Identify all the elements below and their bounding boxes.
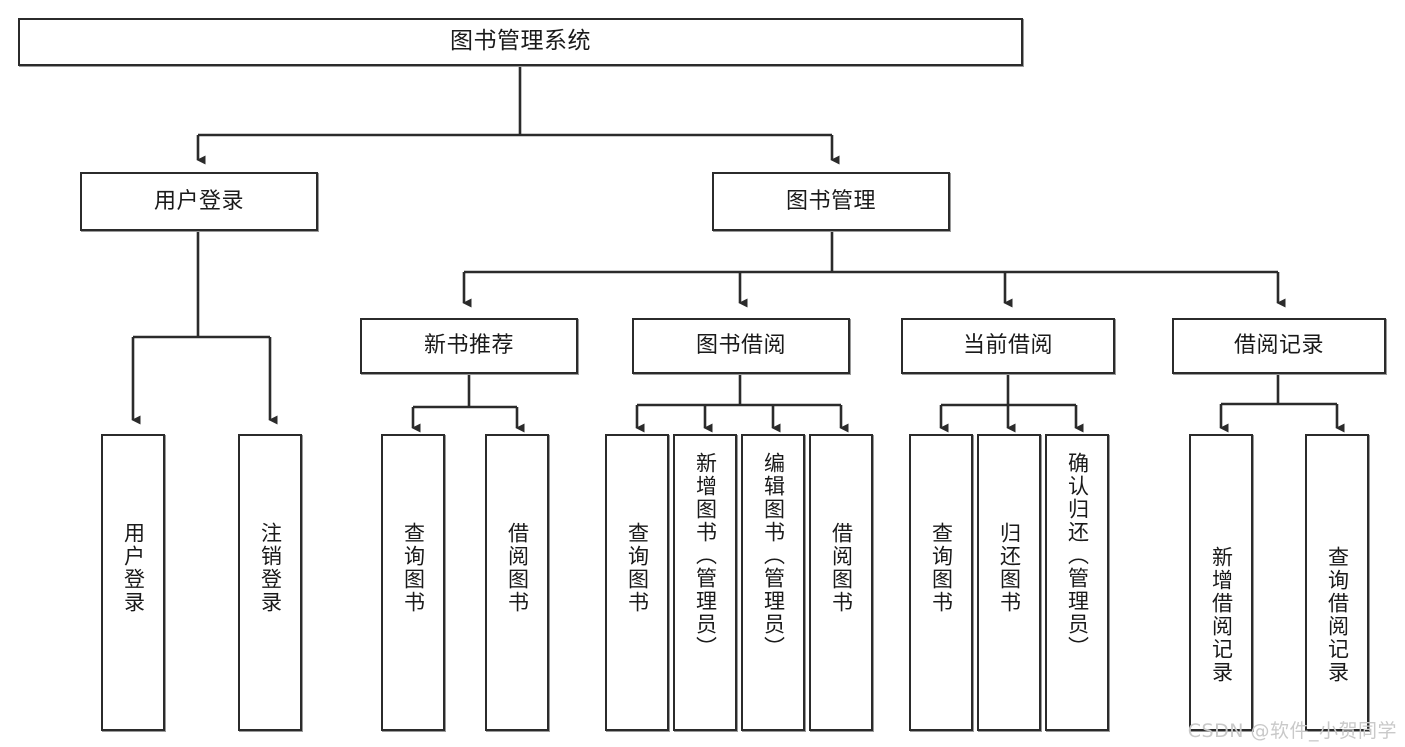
node-leaf-bb-borrow[interactable]: 借阅图书 [809, 434, 873, 731]
node-current-borrow[interactable]: 当前借阅 [901, 318, 1115, 374]
node-borrow-record[interactable]: 借阅记录 [1172, 318, 1386, 374]
node-leaf-bb-query-label: 查询图书 [625, 522, 650, 614]
node-current-borrow-label: 当前借阅 [962, 333, 1053, 359]
node-leaf-br-query-label: 查询借阅记录 [1325, 546, 1350, 684]
node-leaf-rec-borrow-label: 借阅图书 [505, 522, 530, 614]
node-leaf-bb-edit-label: 编辑图书（管理员） [761, 452, 786, 659]
node-leaf-br-add[interactable]: 新增借阅记录 [1189, 434, 1253, 731]
node-leaf-bb-add[interactable]: 新增图书（管理员） [673, 434, 737, 731]
node-user-login[interactable]: 用户登录 [80, 172, 318, 231]
node-book-manage-label: 图书管理 [785, 188, 876, 214]
node-leaf-bb-add-label: 新增图书（管理员） [693, 452, 718, 659]
node-leaf-rec-borrow[interactable]: 借阅图书 [485, 434, 549, 731]
node-leaf-user-login[interactable]: 用户登录 [101, 434, 165, 731]
watermark-text: CSDN @软件_小贺同学 [1187, 720, 1397, 742]
node-book-borrow[interactable]: 图书借阅 [632, 318, 850, 374]
node-leaf-cb-return[interactable]: 归还图书 [977, 434, 1041, 731]
node-leaf-rec-query-label: 查询图书 [401, 522, 426, 614]
node-user-login-label: 用户登录 [153, 188, 244, 214]
node-leaf-user-login-label: 用户登录 [121, 522, 146, 614]
node-leaf-cb-confirm[interactable]: 确认归还（管理员） [1045, 434, 1109, 731]
node-root-label: 图书管理系统 [450, 28, 591, 55]
node-new-book-rec[interactable]: 新书推荐 [360, 318, 578, 374]
node-leaf-user-logout[interactable]: 注销登录 [238, 434, 302, 731]
node-leaf-rec-query[interactable]: 查询图书 [381, 434, 445, 731]
node-root[interactable]: 图书管理系统 [18, 18, 1023, 66]
node-leaf-bb-edit[interactable]: 编辑图书（管理员） [741, 434, 805, 731]
node-leaf-cb-return-label: 归还图书 [997, 522, 1022, 614]
node-leaf-user-logout-label: 注销登录 [258, 522, 283, 614]
node-new-book-rec-label: 新书推荐 [423, 333, 514, 359]
node-leaf-br-query[interactable]: 查询借阅记录 [1305, 434, 1369, 731]
node-leaf-cb-confirm-label: 确认归还（管理员） [1065, 452, 1090, 659]
node-leaf-br-add-label: 新增借阅记录 [1209, 546, 1234, 684]
node-leaf-bb-query[interactable]: 查询图书 [605, 434, 669, 731]
node-book-manage[interactable]: 图书管理 [712, 172, 950, 231]
node-book-borrow-label: 图书借阅 [695, 333, 786, 359]
node-leaf-cb-query[interactable]: 查询图书 [909, 434, 973, 731]
node-leaf-cb-query-label: 查询图书 [929, 522, 954, 614]
node-borrow-record-label: 借阅记录 [1233, 333, 1324, 359]
node-leaf-bb-borrow-label: 借阅图书 [829, 522, 854, 614]
